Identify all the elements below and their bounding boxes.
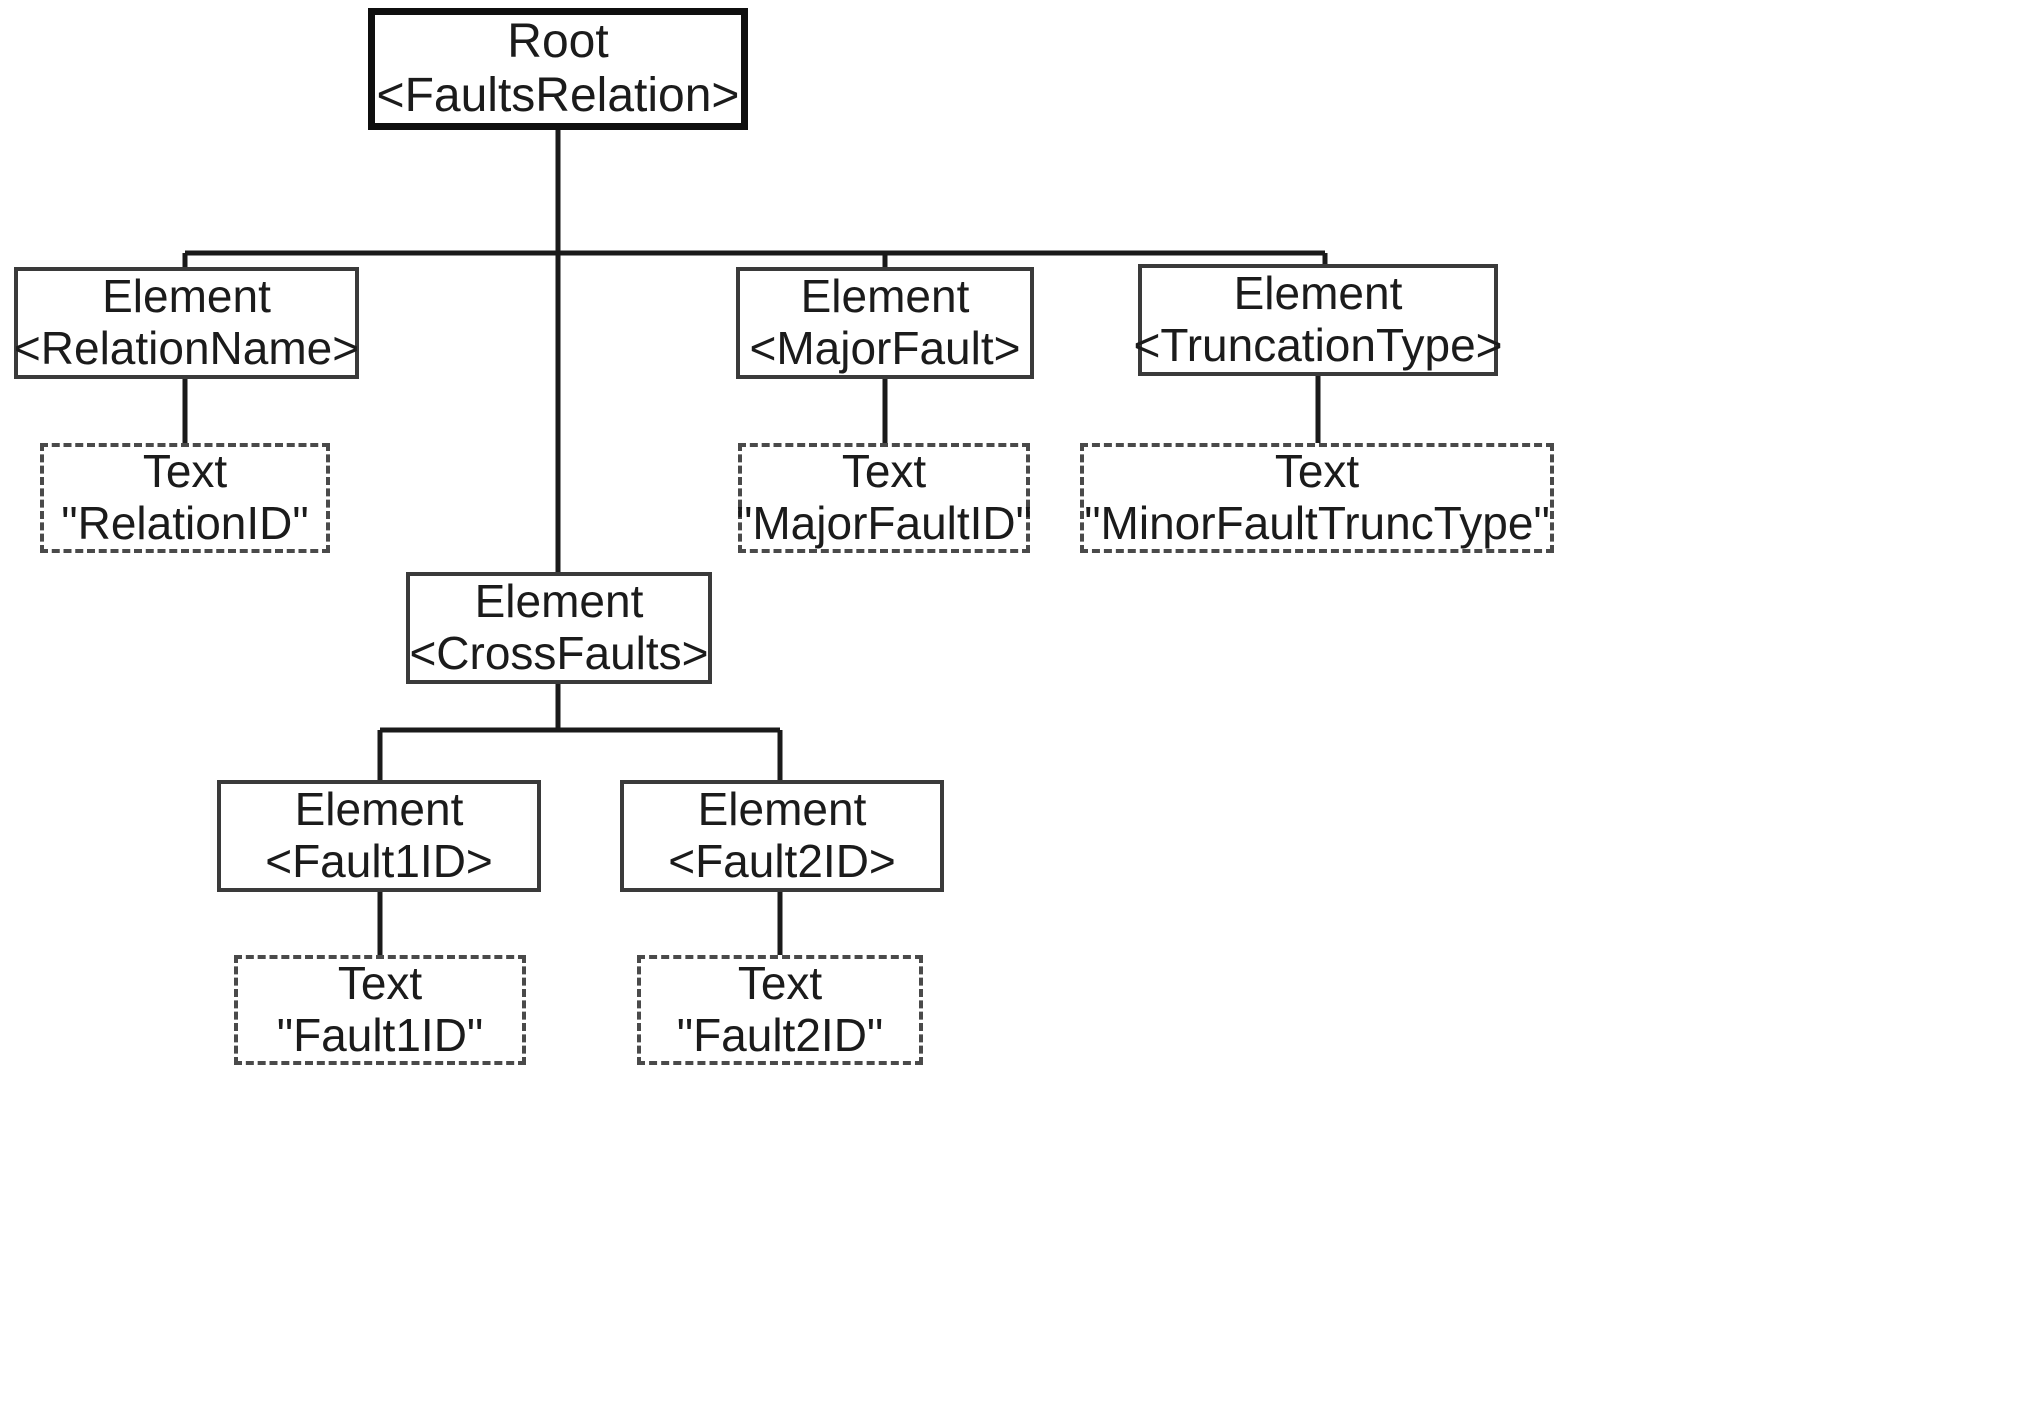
node-text-fault1id-value: "Fault1ID" xyxy=(276,1009,484,1061)
node-text-majorfaultid-kind: Text xyxy=(841,445,927,498)
node-element-truncationtype-kind: Element xyxy=(1233,267,1403,320)
node-root-faultsrelation-kind: Root xyxy=(507,15,609,69)
node-element-majorfault-kind: Element xyxy=(800,270,970,323)
node-element-majorfault-tag: <MajorFault> xyxy=(749,322,1021,374)
node-text-majorfaultid[interactable]: Text "MajorFaultID" xyxy=(736,443,1032,553)
node-text-fault2id-kind: Text xyxy=(737,957,823,1010)
node-element-relationname[interactable]: Element <RelationName> xyxy=(14,267,359,379)
node-element-truncationtype-tag: <TruncationType> xyxy=(1133,319,1503,371)
node-text-minorfaulttrunctype[interactable]: Text "MinorFaultTruncType" xyxy=(1080,443,1554,553)
node-text-relationid[interactable]: Text "RelationID" xyxy=(40,443,330,553)
node-element-fault2id-kind: Element xyxy=(697,783,867,836)
node-text-fault2id-value: "Fault2ID" xyxy=(676,1009,884,1061)
node-text-majorfaultid-value: "MajorFaultID" xyxy=(736,497,1032,549)
node-root-faultsrelation[interactable]: Root <FaultsRelation> xyxy=(368,8,748,130)
node-text-relationid-value: "RelationID" xyxy=(61,497,309,549)
node-element-fault2id[interactable]: Element <Fault2ID> xyxy=(620,780,944,892)
node-text-fault1id[interactable]: Text "Fault1ID" xyxy=(234,955,526,1065)
node-element-fault1id-tag: <Fault1ID> xyxy=(265,835,493,887)
node-element-fault2id-tag: <Fault2ID> xyxy=(668,835,896,887)
node-element-crossfaults-kind: Element xyxy=(474,575,644,628)
node-element-relationname-tag: <RelationName> xyxy=(13,322,360,374)
node-text-fault1id-kind: Text xyxy=(337,957,423,1010)
node-text-minorfaulttrunctype-kind: Text xyxy=(1274,445,1360,498)
node-element-majorfault[interactable]: Element <MajorFault> xyxy=(736,267,1034,379)
node-text-minorfaulttrunctype-value: "MinorFaultTruncType" xyxy=(1084,497,1550,549)
node-root-faultsrelation-tag: <FaultsRelation> xyxy=(376,69,740,122)
node-element-truncationtype[interactable]: Element <TruncationType> xyxy=(1133,264,1503,376)
node-text-relationid-kind: Text xyxy=(142,445,228,498)
node-text-fault2id[interactable]: Text "Fault2ID" xyxy=(637,955,923,1065)
node-element-relationname-kind: Element xyxy=(102,270,271,323)
node-element-crossfaults[interactable]: Element <CrossFaults> xyxy=(406,572,712,684)
node-element-fault1id-kind: Element xyxy=(294,783,464,836)
node-element-fault1id[interactable]: Element <Fault1ID> xyxy=(217,780,541,892)
node-element-crossfaults-tag: <CrossFaults> xyxy=(409,627,709,679)
